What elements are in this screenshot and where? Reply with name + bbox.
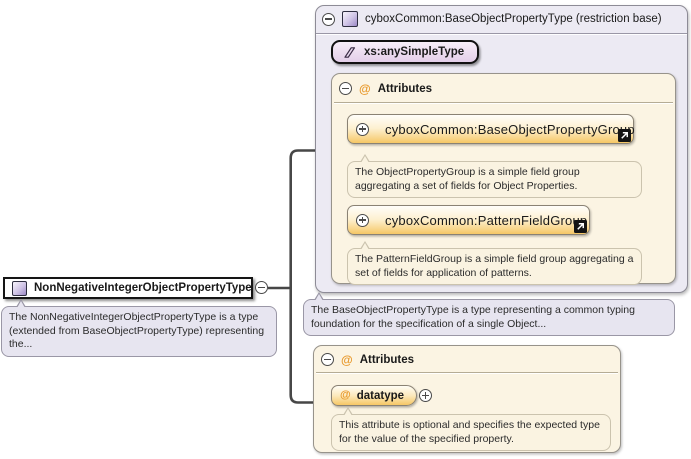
attribute-group-base-object-property[interactable]: cyboxCommon:BaseObjectPropertyGroup: [347, 114, 635, 144]
attribute-name-label: datatype: [356, 389, 405, 402]
attribute-description-text: This attribute is optional and specifies…: [339, 419, 600, 445]
goto-definition-icon[interactable]: [618, 129, 631, 142]
base-type-description-text: The BaseObjectPropertyType is a type rep…: [311, 304, 635, 330]
attribute-group-description-text: The PatternFieldGroup is a simple field …: [355, 253, 634, 279]
base-type-description: The BaseObjectPropertyType is a type rep…: [303, 292, 675, 336]
any-simple-type-node[interactable]: xs:anySimpleType: [331, 40, 480, 64]
attribute-group-description-text: The ObjectPropertyGroup is a simple fiel…: [355, 166, 580, 192]
attributes-header-label: Attributes: [359, 353, 415, 366]
local-attributes-header: @ Attributes: [321, 353, 414, 366]
attribute-group-label: cyboxCommon:BaseObjectPropertyGroup: [385, 121, 635, 137]
attribute-group-label: cyboxCommon:PatternFieldGroup: [385, 212, 588, 228]
complex-type-icon: [12, 280, 27, 296]
any-simple-type-label: xs:anySimpleType: [364, 46, 465, 58]
main-type-description-text: The NonNegativeIntegerObjectPropertyType…: [9, 311, 265, 350]
base-attributes-panel: @ Attributes cyboxCommon:BaseObjectPrope…: [331, 73, 676, 285]
attribute-datatype-node[interactable]: @ datatype: [331, 385, 418, 406]
header-separator: [316, 33, 687, 34]
attribute-group-pattern-field[interactable]: cyboxCommon:PatternFieldGroup: [347, 205, 590, 235]
expand-toggle-icon[interactable]: [419, 389, 432, 402]
base-type-panel: cyboxCommon:BaseObjectPropertyType (rest…: [315, 5, 688, 293]
attribute-group-description: The PatternFieldGroup is a simple field …: [347, 241, 642, 285]
main-type-label: NonNegativeIntegerObjectPropertyType: [34, 282, 252, 294]
attribute-at-icon: @: [341, 352, 353, 367]
base-attributes-header: @ Attributes: [339, 82, 432, 95]
attribute-at-icon: @: [359, 81, 371, 96]
header-separator: [316, 372, 618, 373]
header-separator: [334, 102, 673, 103]
attributes-collapse-toggle-icon[interactable]: [321, 353, 334, 366]
expand-toggle-icon[interactable]: [356, 213, 369, 227]
main-type-description: The NonNegativeIntegerObjectPropertyType…: [1, 299, 277, 357]
attribute-group-description: The ObjectPropertyGroup is a simple fiel…: [347, 154, 642, 198]
expand-toggle-icon[interactable]: [356, 122, 369, 136]
local-attributes-panel: @ Attributes @ datatype This attribute i…: [313, 345, 621, 453]
attributes-header-label: Attributes: [377, 82, 433, 95]
attributes-collapse-toggle-icon[interactable]: [339, 82, 352, 95]
goto-definition-icon[interactable]: [574, 220, 587, 233]
simple-type-icon: [344, 46, 356, 58]
base-type-collapse-toggle-icon[interactable]: [322, 12, 335, 26]
main-collapse-toggle-icon[interactable]: [255, 281, 268, 294]
main-type-node[interactable]: NonNegativeIntegerObjectPropertyType: [3, 277, 253, 299]
base-type-header-label: cyboxCommon:BaseObjectPropertyType (rest…: [365, 13, 662, 25]
attribute-at-icon: @: [340, 389, 351, 401]
attribute-description: This attribute is optional and specifies…: [331, 407, 611, 451]
complex-type-icon: [342, 11, 358, 27]
base-type-header: cyboxCommon:BaseObjectPropertyType (rest…: [322, 11, 662, 27]
